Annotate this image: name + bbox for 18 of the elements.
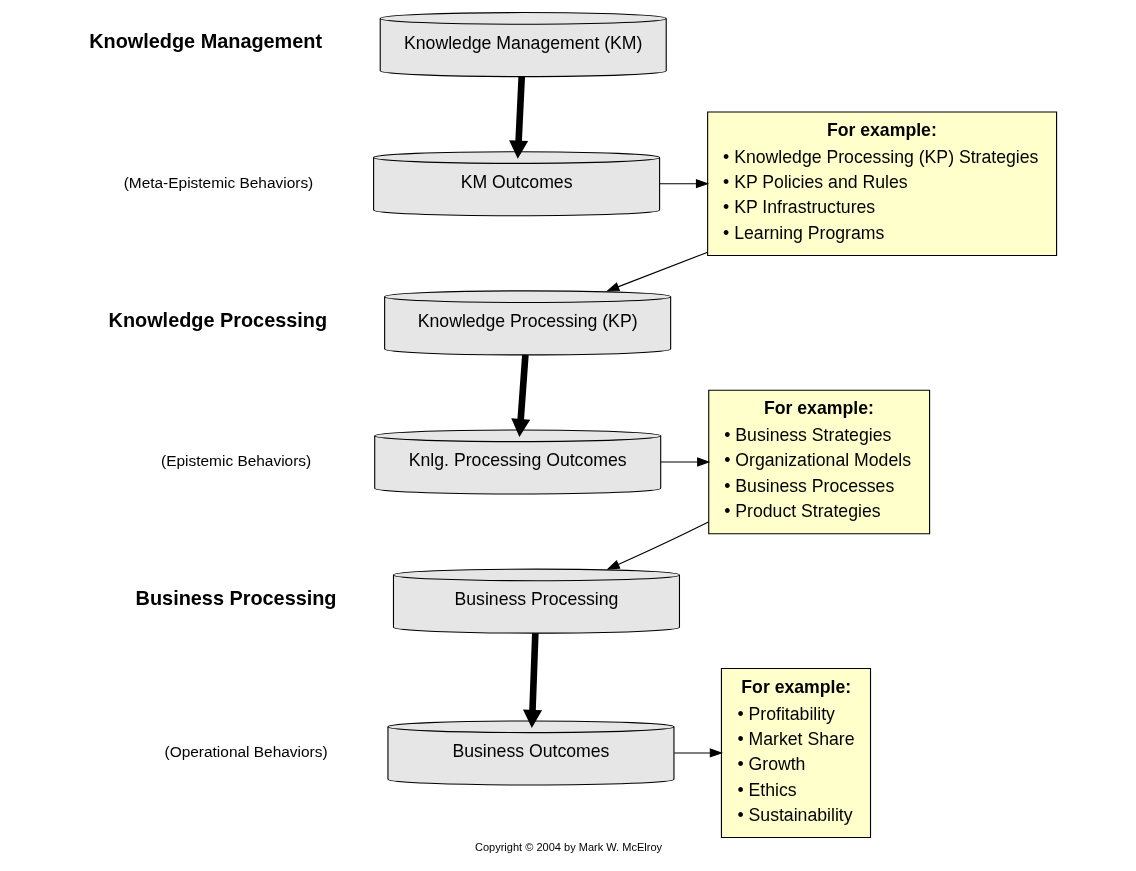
- node-box: For example: • Profitability • Market Share • Growth • Ethics • Sustainability: [720, 667, 871, 838]
- arrow: [658, 179, 709, 189]
- label: (Meta-Epistemic Behaviors): [123, 173, 313, 191]
- arrow: [510, 354, 530, 438]
- node-box: For example: • Knowledge Processing (KP) Strategies • KP Policies and Rules • KP Infrastructures • Learning Programs: [706, 111, 1057, 257]
- arrow: [605, 251, 708, 292]
- caption: Copyright © 2004 by Mark W. McElroy: [474, 840, 662, 853]
- arrow: [606, 521, 709, 570]
- arrow: [659, 457, 710, 467]
- arrow: [508, 76, 528, 159]
- arrow: [673, 748, 723, 758]
- label: (Epistemic Behaviors): [160, 452, 311, 470]
- node-box: For example: • Business Strategies • Organizational Models • Business Processes • Product Strategies: [707, 389, 930, 535]
- label: Knowledge Management: [88, 30, 322, 53]
- label: Business Processing: [135, 586, 337, 609]
- arrow: [522, 633, 542, 729]
- label: (Operational Behaviors): [164, 743, 328, 761]
- label: Knowledge Processing: [108, 308, 327, 331]
